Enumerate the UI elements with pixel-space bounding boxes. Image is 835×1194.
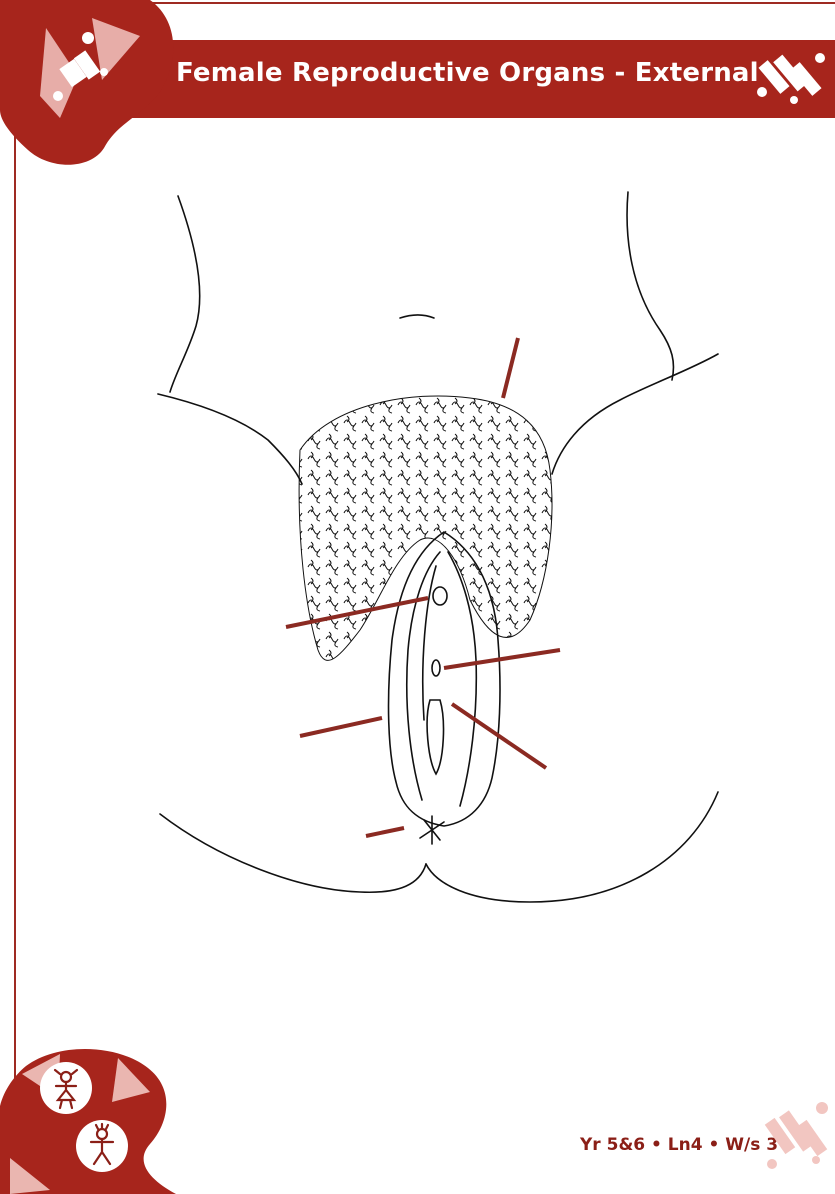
footer-corner-icon — [760, 1094, 835, 1176]
worksheet-code: Yr 5&6 • Ln4 • W/s 3 — [580, 1135, 778, 1155]
pubic-mound-pointer — [503, 338, 518, 398]
header-corner-icon — [750, 46, 835, 114]
header-logo-icon — [0, 0, 175, 170]
labia-pointer — [300, 718, 382, 736]
anatomy-diagram — [0, 160, 835, 920]
anus-pointer — [366, 828, 404, 836]
urethra-pointer — [444, 650, 560, 668]
girl-figure-icon — [38, 1060, 94, 1116]
boy-figure-icon — [74, 1118, 130, 1174]
page-title: Female Reproductive Organs - External — [176, 58, 759, 88]
